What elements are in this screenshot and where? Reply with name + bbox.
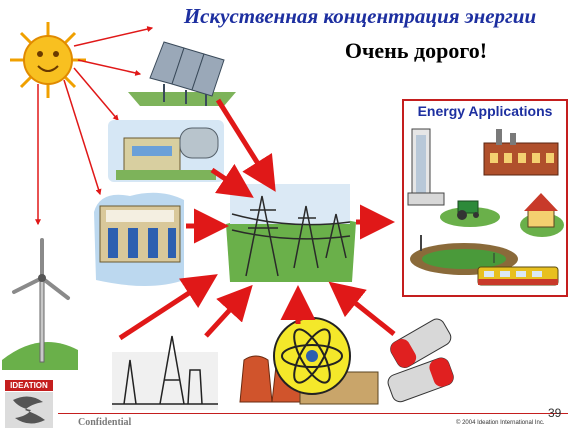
sun-ray-arrows [35, 26, 154, 226]
footer-confidential: Confidential [78, 417, 132, 428]
ideation-logo: IDEATION [5, 380, 53, 428]
tractor-icon [440, 200, 500, 227]
energy-applications-title: Energy Applications [417, 103, 553, 119]
applications-illustrations [407, 128, 564, 286]
power-lines-icon [226, 184, 356, 282]
dam-icon [94, 192, 184, 286]
house-icon [520, 193, 564, 237]
wind-turbine-icon [2, 238, 78, 370]
flow-arrows [118, 98, 396, 341]
energy-applications-box: Energy Applications [402, 99, 568, 297]
slide-number: 39 [548, 406, 562, 420]
slide-title: Искуственная концентрация энергии [183, 4, 537, 28]
logo-text: IDEATION [5, 380, 53, 391]
oil-rig-icon [112, 335, 218, 410]
tram-icon [477, 253, 559, 286]
footer-divider [58, 413, 568, 414]
footer-copyright: © 2004 Ideation International Inc. [456, 420, 545, 426]
power-plant-icon [108, 120, 224, 182]
nuclear-plant-icon [239, 317, 379, 405]
logo-mark-icon [5, 392, 53, 428]
sun-icon [10, 22, 86, 98]
slide-subtitle: Очень дорого! [344, 38, 488, 63]
solar-panel-icon [128, 41, 236, 106]
skyscraper-icon [407, 128, 445, 206]
batteries-icon [387, 318, 454, 403]
factory-icon [483, 129, 559, 176]
